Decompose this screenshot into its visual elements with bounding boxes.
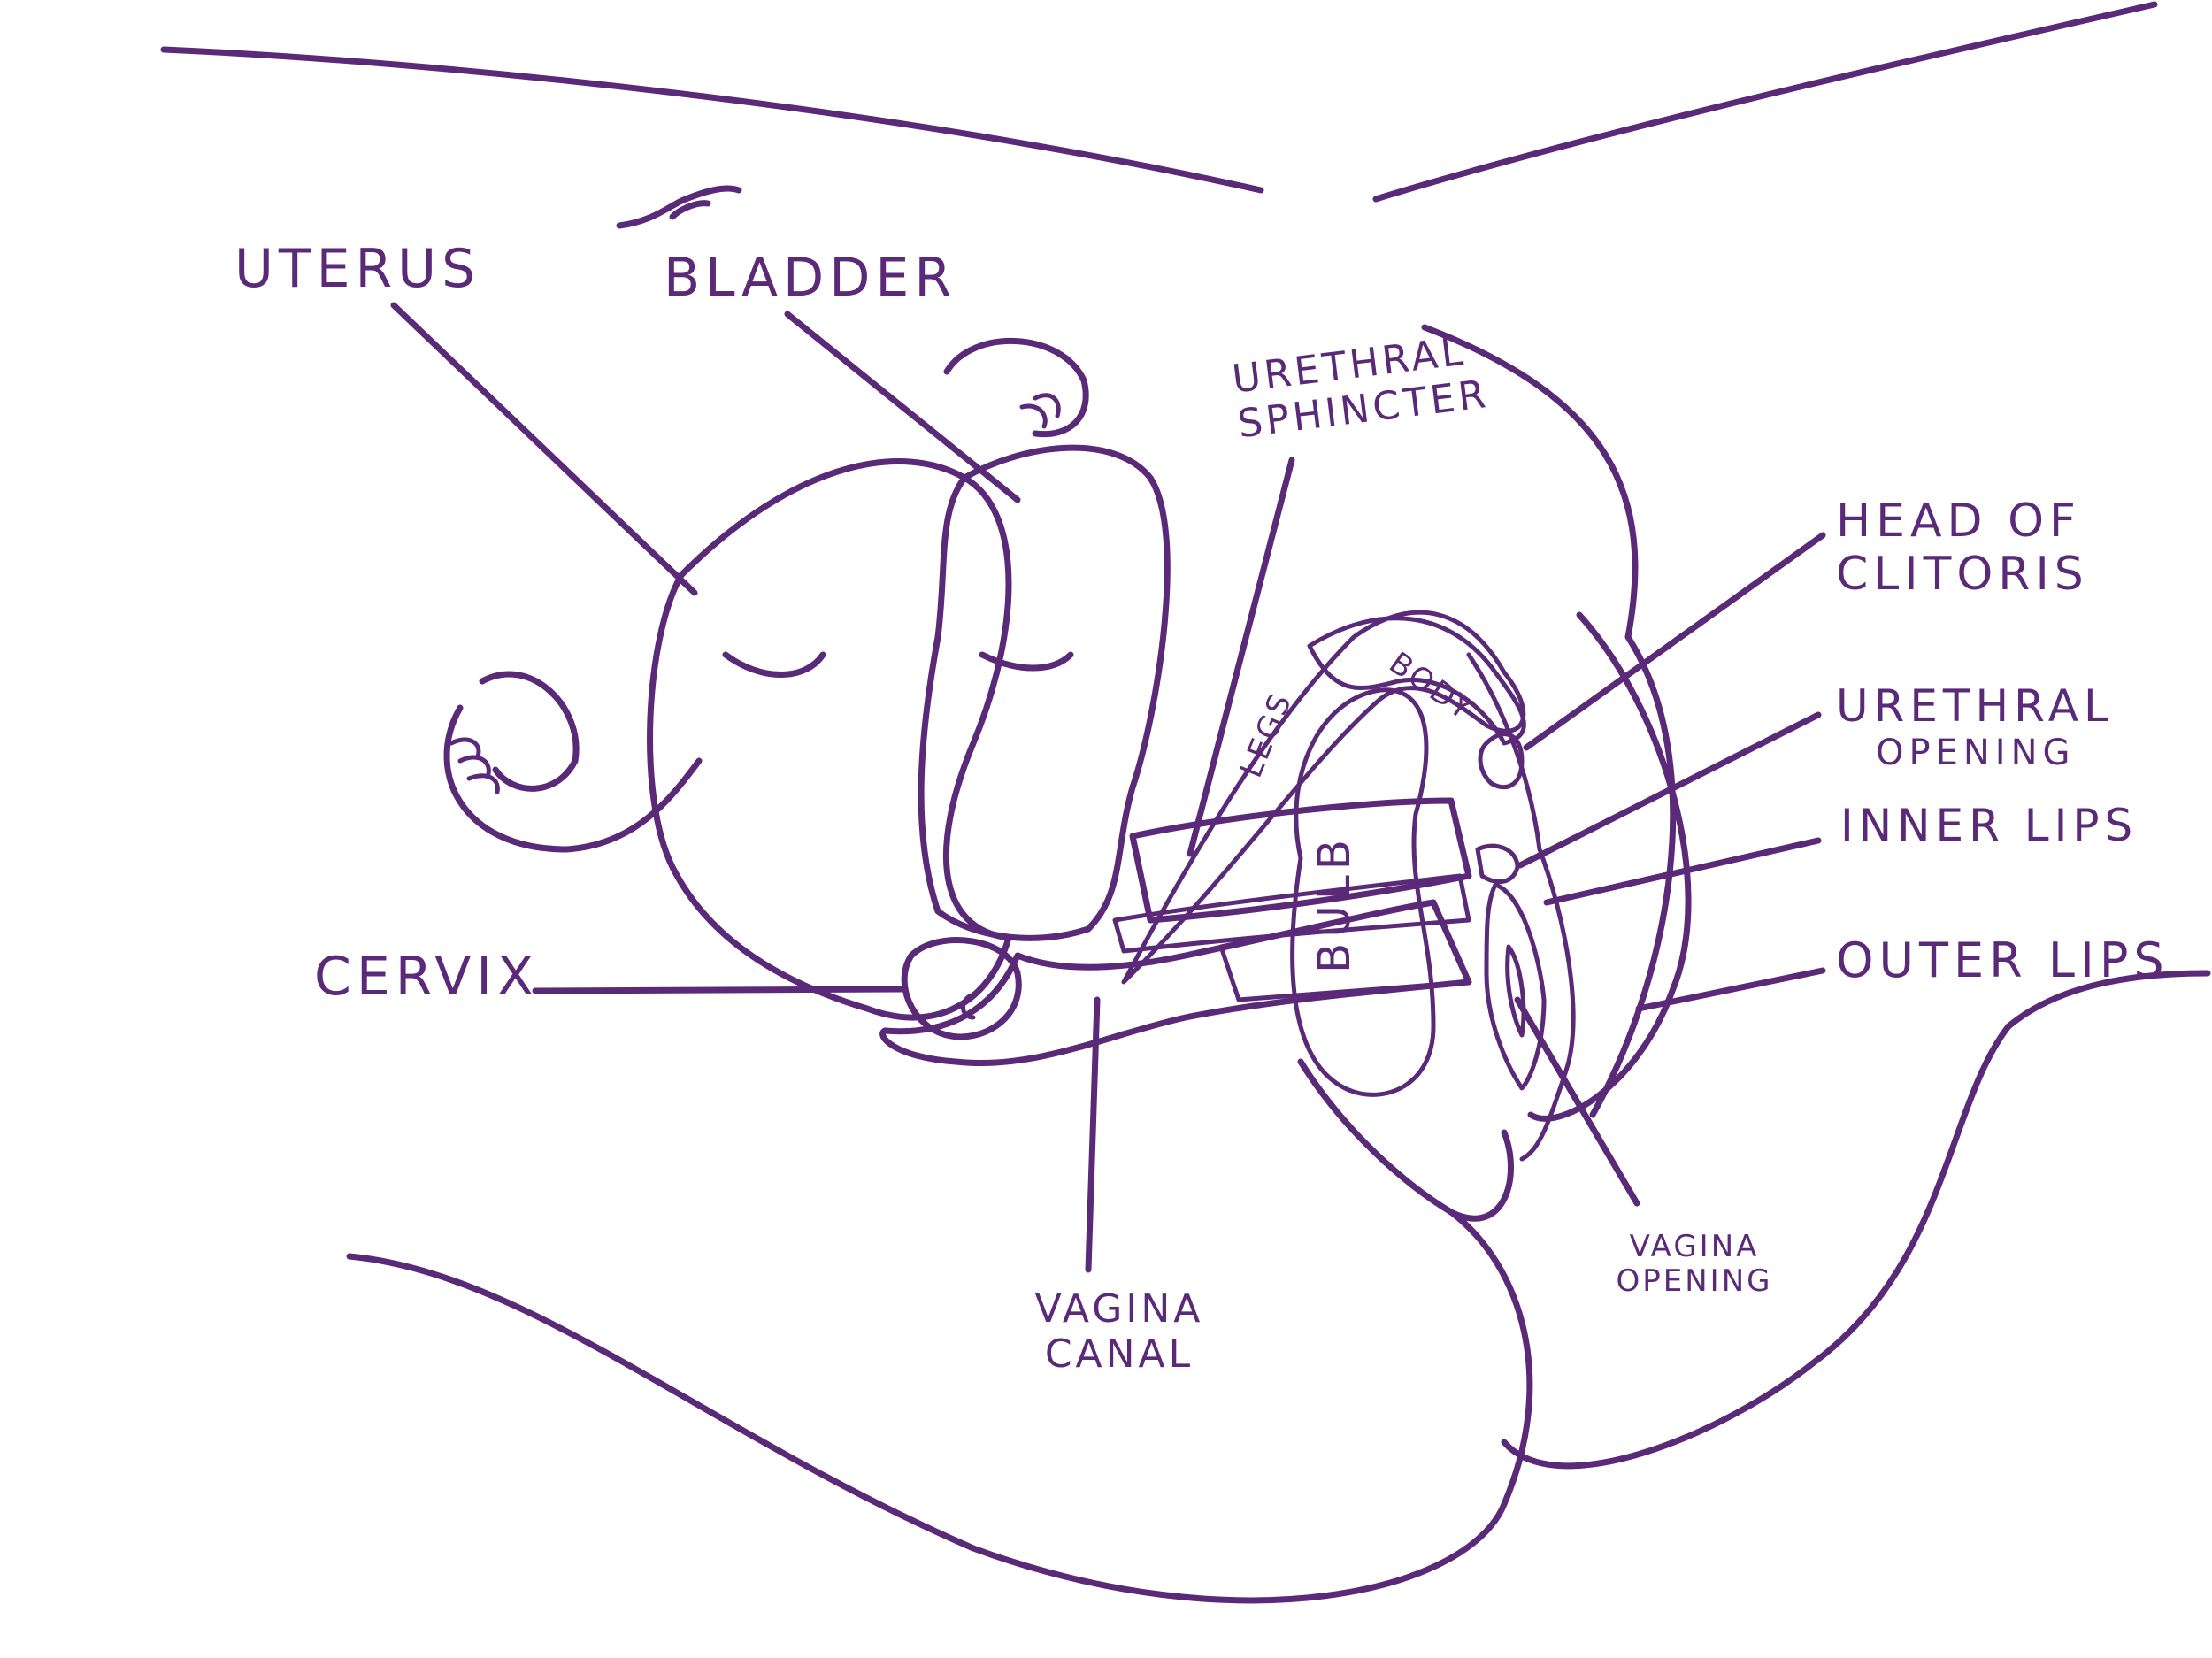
outer-lips-leader [1635, 967, 1826, 1012]
label-vagina-canal-line1: VAGINA [1034, 1286, 1204, 1332]
head-of-clitoris-leader [1523, 532, 1826, 751]
fallopian-tube-outline [443, 704, 703, 853]
urethral-sphincter-leader [1187, 457, 1295, 857]
cervix-os-icon [961, 993, 976, 1020]
cervix-leader [532, 986, 904, 994]
label-vagina-opening: VAGINA OPENING [1601, 1229, 1787, 1300]
torso-fold-outline [1372, 1, 2158, 203]
vagina-canal-shape [879, 899, 1472, 1067]
belly-button-icon [616, 185, 742, 229]
uterus-shape [647, 458, 1012, 1021]
label-vagina-canal-line2: CANAL [1044, 1331, 1194, 1377]
label-inner-lips: INNER LIPS [1840, 800, 2139, 851]
label-vagina-canal: VAGINA CANAL [1031, 1286, 1208, 1377]
inner-lips-leader [1543, 837, 1822, 906]
label-cervix: CERVIX [314, 946, 540, 1008]
vulva-outer-outline [1421, 324, 1677, 1118]
label-head-of-clitoris-line2: CLITORIS [1836, 547, 2089, 601]
perineum-outline [1297, 1058, 1514, 1222]
vulva-inner-outline [1466, 652, 1576, 1162]
uterus-eye-icon [722, 651, 826, 678]
vagina-opening-shape [1505, 944, 1526, 1038]
vagina-canal-dark [1218, 900, 1471, 1002]
vulva-fold-outline [1527, 611, 1692, 1122]
left-ovary-outline [479, 671, 580, 792]
label-head-of-clitoris: HEAD OF CLITORIS [1836, 495, 2089, 602]
label-urethral-opening-line1: URETHRAL [1836, 680, 2114, 732]
thigh-outline [1501, 970, 2211, 1470]
cervix-shape [901, 937, 1022, 1040]
buttock-outline [346, 1209, 1533, 1604]
urethral-sphincter-shape [1129, 797, 1472, 924]
label-bladder: BLADDER [664, 247, 957, 309]
inner-lips-shape [1484, 882, 1547, 1091]
label-head-of-clitoris-line1: HEAD OF [1836, 495, 2081, 548]
label-bulb: BULB [1309, 833, 1360, 973]
torso-top-outline [160, 46, 1264, 194]
label-urethral-opening-line2: OPENING [1876, 732, 2076, 773]
vagina-canal-leader [1085, 996, 1101, 1273]
bladder-eye-icon [979, 651, 1074, 672]
vagina-opening-leader [1514, 996, 1640, 1207]
label-vagina-opening-line2: OPENING [1616, 1263, 1773, 1300]
uterus-leader [390, 302, 698, 596]
clitoris-legs-shape [1121, 610, 1526, 985]
label-outer-lips: OUTER LIPS [1836, 933, 2170, 988]
bladder-shape [918, 444, 1171, 941]
urethral-opening-shape [1475, 843, 1520, 885]
bladder-leader [784, 311, 1021, 503]
right-ovary-outline [943, 337, 1089, 438]
label-urethral-opening: URETHRAL OPENING [1836, 680, 2114, 773]
vestibular-bulb-shape [1290, 687, 1436, 1097]
label-uterus: UTERUS [234, 238, 481, 300]
label-vagina-opening-line1: VAGINA [1629, 1229, 1760, 1264]
urethral-opening-leader [1517, 711, 1822, 869]
